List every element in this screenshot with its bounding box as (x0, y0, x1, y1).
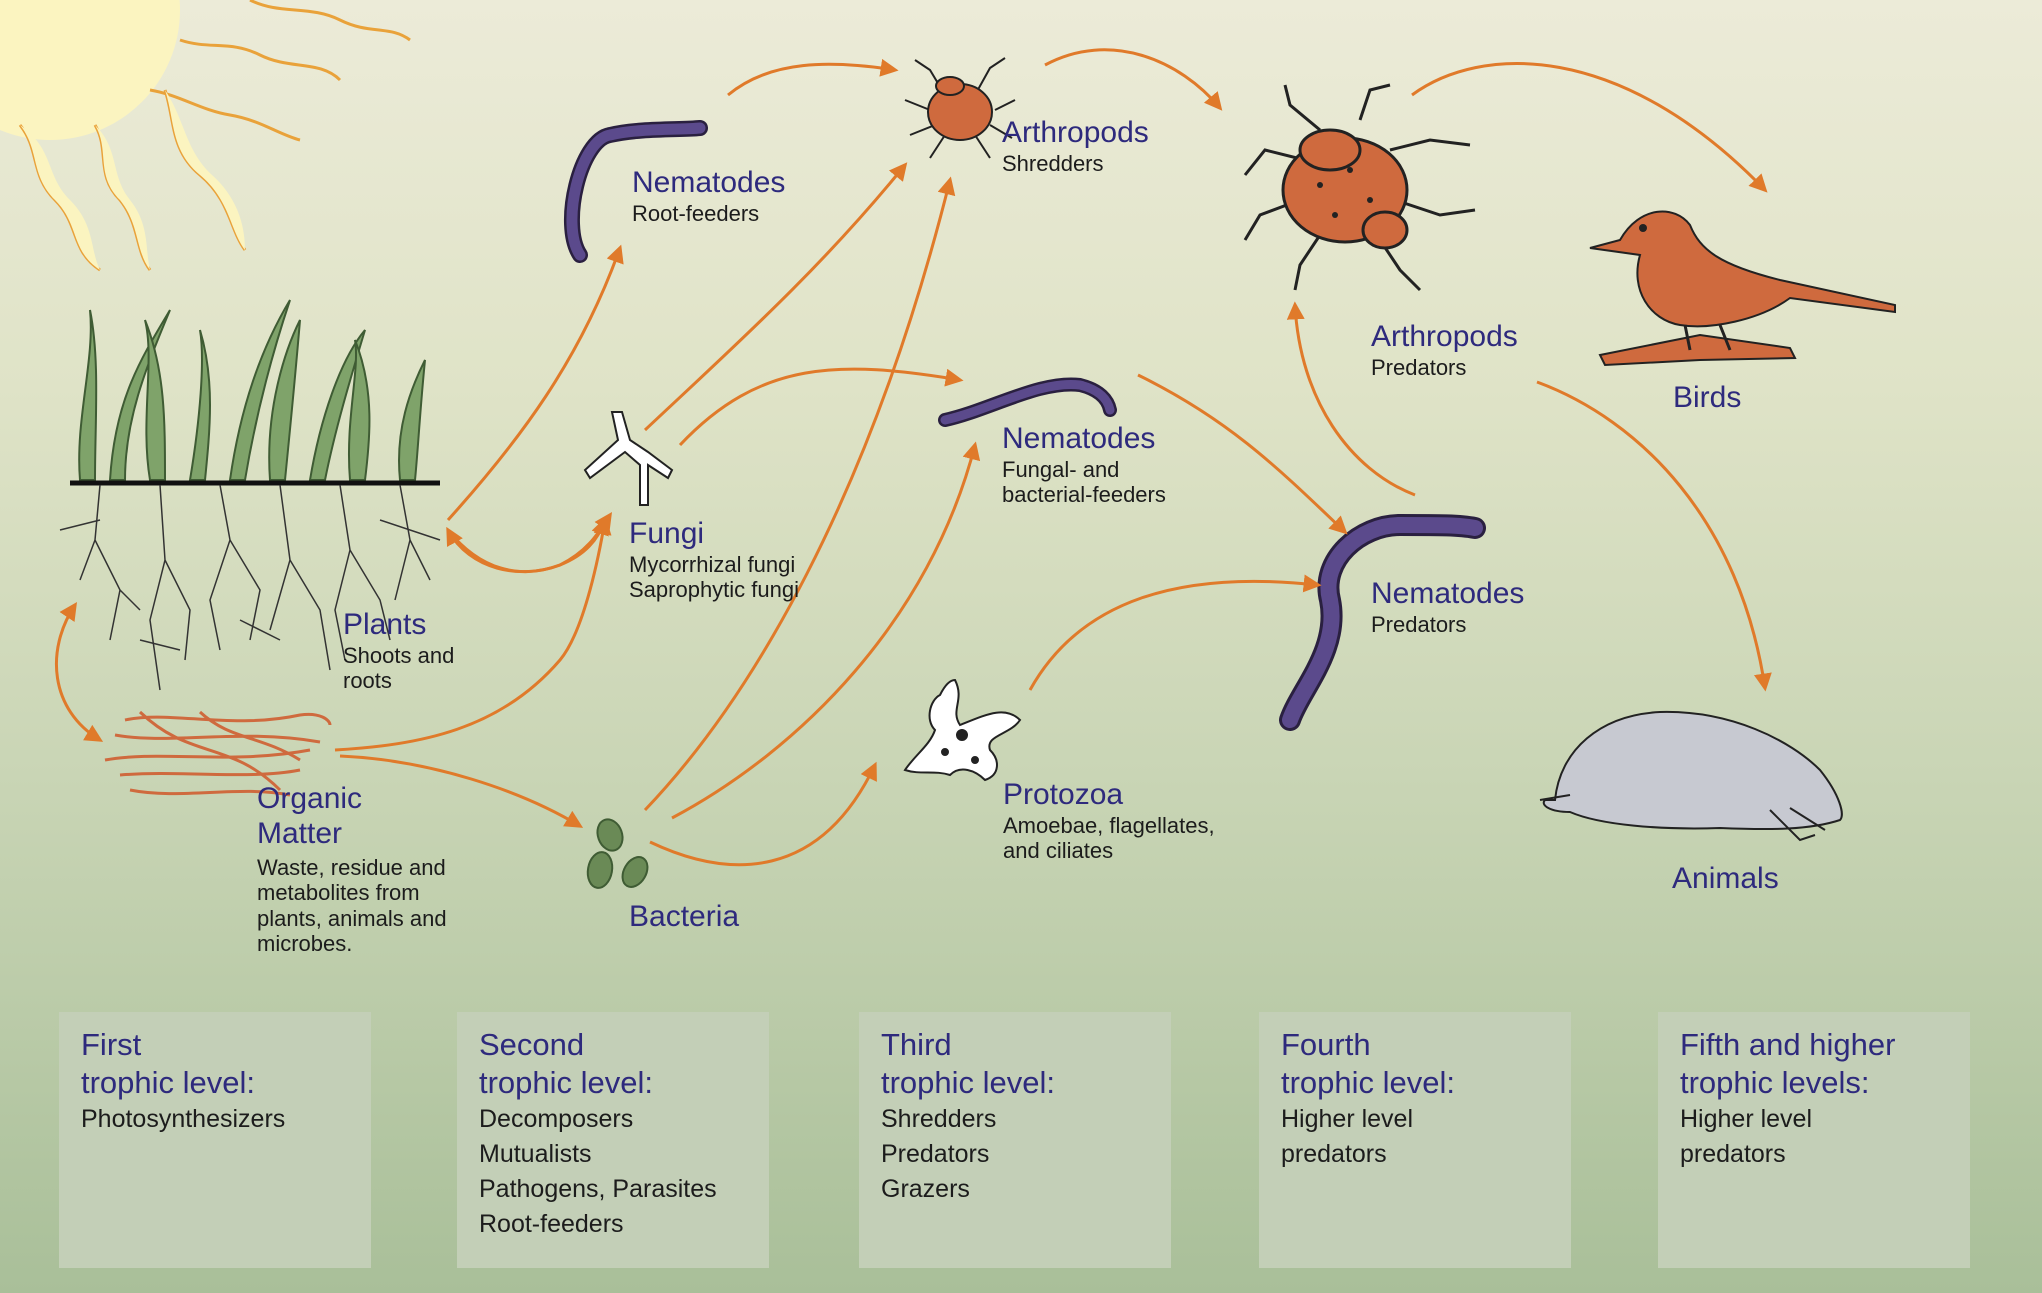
animals-title: Animals (1672, 862, 1779, 895)
worm-icons (564, 120, 1486, 731)
label-birds: Birds (1673, 381, 1741, 416)
organic-matter-title-2: Matter (257, 816, 343, 850)
level-5-item: Higher level (1680, 1105, 1813, 1133)
trophic-level-5-box: Fifth and higher trophic levels: Higher … (1658, 1012, 1970, 1268)
level-2-title-2: trophic level: (479, 1065, 654, 1100)
plants-sub-2: roots (343, 667, 392, 693)
nematodes-fungal-title: Nematodes (1002, 422, 1156, 455)
protozoa-title: Protozoa (1003, 778, 1124, 811)
level-5-item: predators (1680, 1140, 1786, 1168)
fungi-icon (583, 411, 674, 506)
nematodes-fungal-sub-1: Fungal- and (1002, 456, 1120, 482)
shredder-mite-icon (904, 57, 1016, 159)
organic-matter-sub-3: plants, animals and (257, 905, 447, 931)
plants-sub-1: Shoots and (343, 642, 455, 668)
level-5-title-2: trophic levels: (1680, 1065, 1870, 1100)
nematodes-root-title: Nematodes (632, 166, 786, 199)
arthropods-shredders-sub: Shredders (1002, 150, 1104, 176)
level-3-title-1: Third (881, 1027, 952, 1062)
protozoa-sub-1: Amoebae, flagellates, (1003, 812, 1215, 838)
label-nematodes-root-feeders: Nematodes Root-feeders (632, 166, 785, 226)
level-3-item: Grazers (881, 1175, 970, 1203)
trophic-level-2-box: Second trophic level: Decomposers Mutual… (457, 1012, 769, 1268)
level-4-title-2: trophic level: (1281, 1065, 1456, 1100)
label-arthropods-predators: Arthropods Predators (1371, 320, 1518, 380)
arthropods-shredders-title: Arthropods (1002, 116, 1149, 149)
arthropods-predators-title: Arthropods (1371, 320, 1518, 353)
label-plants: Plants Shoots and roots (343, 608, 454, 693)
level-5-title-1: Fifth and higher (1680, 1027, 1896, 1062)
fungi-title: Fungi (629, 517, 705, 550)
bacteria-icon (586, 818, 649, 889)
level-3-title-2: trophic level: (881, 1065, 1056, 1100)
bird-icon (1589, 210, 1896, 367)
trophic-level-3-box: Third trophic level: Shredders Predators… (859, 1012, 1171, 1268)
label-nematodes-fungal-bacterial: Nematodes Fungal- and bacterial-feeders (1002, 422, 1166, 507)
nematodes-predators-title: Nematodes (1371, 577, 1525, 610)
sun-icon (0, 0, 411, 272)
nematodes-root-sub: Root-feeders (632, 200, 760, 226)
label-animals: Animals (1672, 862, 1779, 897)
organic-matter-sub-2: metabolites from (257, 880, 420, 906)
birds-title: Birds (1673, 381, 1742, 414)
level-4-item: Higher level (1281, 1105, 1414, 1133)
fungi-sub-1: Mycorrhizal fungi (629, 551, 796, 577)
level-1-item: Photosynthesizers (81, 1105, 286, 1133)
arthropods-predators-sub: Predators (1371, 354, 1467, 380)
nematodes-fungal-sub-2: bacterial-feeders (1002, 481, 1166, 507)
organic-matter-sub-4: microbes. (257, 930, 353, 956)
level-3-item: Predators (881, 1140, 990, 1168)
level-2-item: Decomposers (479, 1105, 634, 1133)
label-bacteria: Bacteria (629, 900, 739, 935)
level-4-item: predators (1281, 1140, 1387, 1168)
plants-illustration (59, 299, 441, 691)
predator-mite-icon (1243, 83, 1476, 292)
level-1-title-2: trophic level: (81, 1065, 256, 1100)
fungi-sub-2: Saprophytic fungi (629, 576, 799, 602)
nematodes-predators-sub: Predators (1371, 611, 1467, 637)
label-arthropods-shredders: Arthropods Shredders (1002, 116, 1149, 176)
level-4-title-1: Fourth (1281, 1027, 1371, 1062)
label-nematodes-predators: Nematodes Predators (1371, 577, 1524, 637)
bacteria-title: Bacteria (629, 900, 740, 933)
level-2-item: Pathogens, Parasites (479, 1175, 717, 1203)
protozoa-sub-2: and ciliates (1003, 837, 1114, 863)
organic-matter-sub-1: Waste, residue and (257, 855, 446, 880)
plants-title: Plants (343, 608, 427, 641)
label-fungi: Fungi Mycorrhizal fungi Saprophytic fung… (629, 517, 799, 602)
organic-matter-title-1: Organic (257, 782, 363, 815)
label-protozoa: Protozoa Amoebae, flagellates, and cilia… (1003, 778, 1215, 863)
mole-icon (1539, 710, 1843, 842)
level-3-item: Shredders (881, 1105, 997, 1133)
level-2-title-1: Second (479, 1027, 585, 1062)
level-1-title-1: First (81, 1027, 142, 1062)
level-2-item: Root-feeders (479, 1210, 624, 1238)
level-2-item: Mutualists (479, 1140, 592, 1168)
trophic-level-1-box: First trophic level: Photosynthesizers (59, 1012, 371, 1268)
organic-matter-illustration (104, 710, 332, 797)
trophic-level-4-box: Fourth trophic level: Higher level preda… (1259, 1012, 1571, 1268)
protozoa-icon (903, 678, 1022, 782)
label-organic-matter: Organic Matter Waste, residue and metabo… (257, 782, 447, 956)
